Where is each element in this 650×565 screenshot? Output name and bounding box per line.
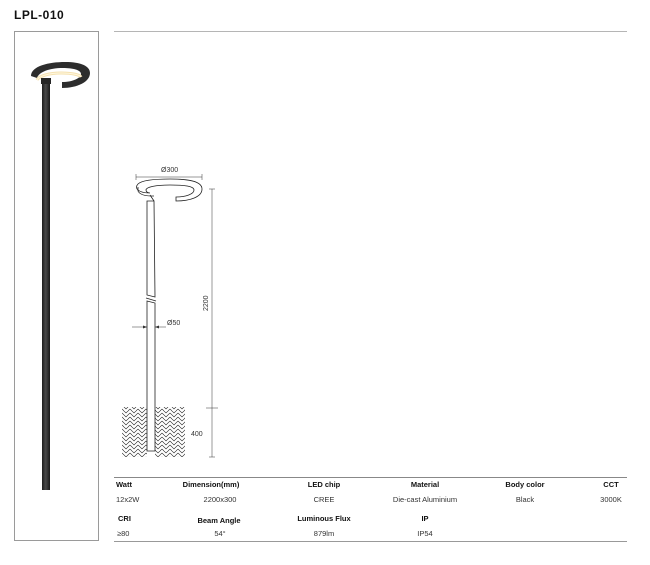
pole-diameter-label: Ø50: [167, 320, 180, 327]
model-code: LPL-010: [14, 8, 65, 22]
spec-header-ip: IP: [421, 514, 429, 523]
lamp-photo-illustration: [31, 62, 90, 490]
spec-header-body-color: Body color: [505, 480, 545, 489]
spec-header-watt: Watt: [116, 480, 132, 489]
photo-pole: [42, 82, 50, 490]
spec-header-luminous-flux: Luminous Flux: [297, 514, 351, 523]
spec-header-beam-angle: Beam Angle: [197, 516, 241, 525]
spec-value-beam-angle: 54°: [214, 529, 226, 538]
dimension-drawing: Ø300 Ø50 2200 400: [122, 167, 218, 458]
spec-table-top-rule: [114, 477, 627, 478]
ground-hatch-left: [122, 407, 147, 457]
spec-value-luminous-flux: 879lm: [313, 529, 335, 538]
photo-joint: [41, 78, 51, 84]
product-photo: [14, 31, 99, 541]
spec-value-dimension: 2200x300: [203, 495, 237, 504]
spec-header-material: Material: [410, 480, 440, 489]
spec-value-body-color: Black: [515, 495, 535, 504]
height-label: 2200: [203, 295, 210, 311]
photo-ring-head: [31, 62, 90, 88]
spec-header-cri: CRI: [118, 514, 131, 523]
spec-header-led-chip: LED chip: [307, 480, 341, 489]
spec-table-bottom-rule: [114, 541, 627, 542]
top-divider: [114, 31, 627, 32]
spec-value-cct: 3000K: [600, 495, 622, 504]
spec-value-cri: ≥80: [117, 529, 130, 538]
ground-hatch-right: [155, 407, 185, 457]
head-diameter-label: Ø300: [161, 167, 178, 174]
spec-value-material: Die-cast Aluminium: [392, 495, 458, 504]
photo-led-highlight: [36, 72, 82, 81]
spec-value-watt: 12x2W: [116, 495, 140, 504]
drawing-ring-head: [136, 178, 203, 202]
spec-header-cct: CCT: [603, 480, 619, 489]
drawing-pole-upper: [146, 200, 156, 298]
spec-value-ip: IP54: [417, 529, 433, 538]
drawing-pole-lower: [146, 300, 156, 452]
spec-value-led-chip: CREE: [313, 495, 335, 504]
depth-label: 400: [191, 431, 203, 438]
spec-header-dimension: Dimension(mm): [182, 480, 240, 489]
